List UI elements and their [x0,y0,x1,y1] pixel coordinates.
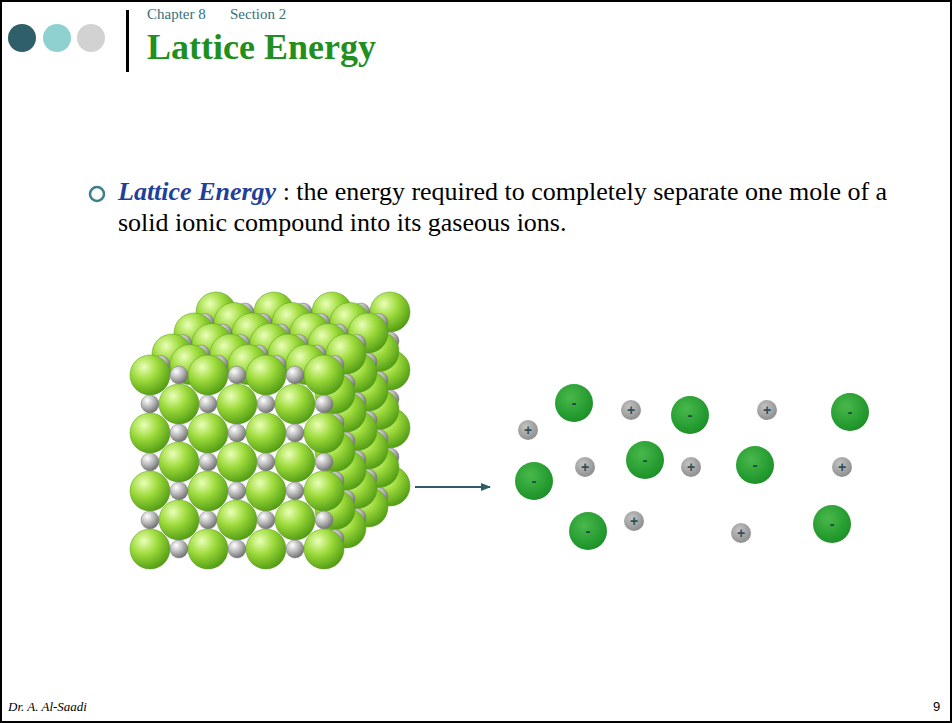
anion-sphere [275,384,315,424]
charge-sign: + [524,423,532,437]
cation-sphere [199,453,217,471]
charge-sign: - [643,453,648,467]
charge-sign: - [848,405,853,419]
header-bar [126,10,129,72]
header-dot [8,24,36,52]
anion: - [555,384,593,422]
cation-sphere [286,424,304,442]
cation-sphere [228,424,246,442]
cation-sphere [228,540,246,558]
cation-sphere [228,482,246,500]
anion-sphere [275,442,315,482]
charge-sign: + [838,460,846,474]
anion-sphere [275,500,315,540]
cation: + [575,457,595,477]
anion-sphere [217,500,257,540]
cation-sphere [170,482,188,500]
cation-sphere [315,453,333,471]
bullet-paragraph: Lattice Energy: the energy required to c… [118,176,918,238]
cation-sphere [141,395,159,413]
anion-sphere [159,442,199,482]
chapter-label: Chapter 8 [147,6,206,23]
cation: + [731,523,751,543]
cation: + [624,511,644,531]
charge-sign: + [627,403,635,417]
anion-sphere [130,355,170,395]
author-footer: Dr. A. Al-Saadi [8,699,87,715]
cation-sphere [257,511,275,529]
anion-sphere [217,442,257,482]
cation-sphere [141,453,159,471]
anion: - [831,393,869,431]
charge-sign: - [753,458,758,472]
page-number: 9 [933,699,940,714]
charge-sign: + [630,514,638,528]
anion-sphere [159,500,199,540]
process-arrow [415,486,490,488]
anion-sphere [130,413,170,453]
anion: - [515,462,553,500]
cation-sphere [170,366,188,384]
cation-sphere [228,366,246,384]
charge-sign: - [688,408,693,422]
header-dot [77,24,105,52]
cation-sphere [286,540,304,558]
cation: + [832,457,852,477]
cation: + [518,420,538,440]
charge-sign: + [737,526,745,540]
cation-sphere [199,395,217,413]
charge-sign: + [687,460,695,474]
cation-sphere [315,395,333,413]
cation-sphere [141,511,159,529]
header-dot [43,24,71,52]
cation-sphere [257,453,275,471]
anion-sphere [304,471,344,511]
charge-sign: - [572,396,577,410]
anion-sphere [188,471,228,511]
cation-sphere [315,511,333,529]
cation-sphere [286,482,304,500]
term: Lattice Energy [118,177,276,206]
anion-sphere [188,355,228,395]
cation-sphere [170,424,188,442]
anion-sphere [246,413,286,453]
charge-sign: - [830,517,835,531]
cation-sphere [199,511,217,529]
cation: + [681,457,701,477]
anion-sphere [246,355,286,395]
section-label: Section 2 [230,6,286,23]
anion: - [736,446,774,484]
cation-sphere [257,395,275,413]
cation: + [757,400,777,420]
anion: - [626,441,664,479]
charge-sign: - [532,474,537,488]
anion: - [813,505,851,543]
anion-sphere [304,355,344,395]
slide-title: Lattice Energy [147,26,376,68]
anion-sphere [217,384,257,424]
anion-sphere [130,471,170,511]
crystal-lattice [130,292,410,569]
anion-sphere [304,529,344,569]
bullet-ring [90,187,104,201]
charge-sign: + [763,403,771,417]
anion-sphere [246,529,286,569]
anion-sphere [159,384,199,424]
anion-sphere [130,529,170,569]
anion-sphere [188,413,228,453]
anion-sphere [246,471,286,511]
anion-sphere [188,529,228,569]
charge-sign: - [586,524,591,538]
anion: - [671,396,709,434]
cation-sphere [170,540,188,558]
anion: - [569,512,607,550]
cation-sphere [286,366,304,384]
anion-sphere [304,413,344,453]
cation: + [621,400,641,420]
charge-sign: + [581,460,589,474]
